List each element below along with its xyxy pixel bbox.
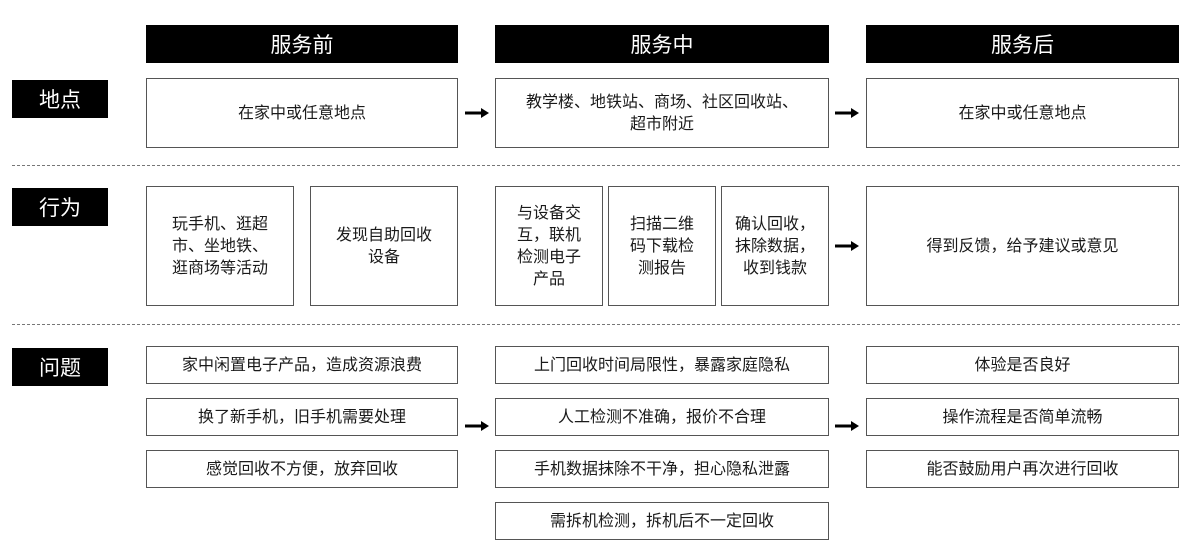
problem-during-box-1: 上门回收时间局限性，暴露家庭隐私 [495, 346, 829, 384]
problem-before-text-2: 换了新手机，旧手机需要处理 [197, 407, 406, 426]
behavior-during-text-1: 与设备交 互，联机 检测电子 产品 [516, 203, 581, 288]
location-after-text: 在家中或任意地点 [958, 103, 1087, 122]
divider-line [12, 165, 1180, 166]
location-before-box: 在家中或任意地点 [146, 78, 458, 148]
arrow-right-icon [835, 108, 859, 118]
behavior-during-text-2: 扫描二维 码下载检 测报告 [629, 214, 694, 277]
location-during-text: 教学楼、地铁站、商场、社区回收站、 超市附近 [525, 92, 798, 133]
row-label-location: 地点 [12, 80, 108, 118]
column-header-during: 服务中 [495, 25, 829, 63]
problem-after-text-3: 能否鼓励用户再次进行回收 [926, 459, 1119, 478]
row-label-behavior: 行为 [12, 188, 108, 226]
behavior-before-box-1: 玩手机、逛超 市、坐地铁、 逛商场等活动 [146, 186, 294, 306]
location-during-box: 教学楼、地铁站、商场、社区回收站、 超市附近 [495, 78, 829, 148]
behavior-during-box-3: 确认回收， 抹除数据， 收到钱款 [721, 186, 829, 306]
problem-during-text-4: 需拆机检测，拆机后不一定回收 [549, 511, 774, 530]
behavior-before-text-1: 玩手机、逛超 市、坐地铁、 逛商场等活动 [171, 214, 268, 277]
behavior-after-box: 得到反馈，给予建议或意见 [866, 186, 1179, 306]
divider-line [12, 324, 1180, 325]
problem-before-box-2: 换了新手机，旧手机需要处理 [146, 398, 458, 436]
column-header-after: 服务后 [866, 25, 1179, 63]
problem-after-box-2: 操作流程是否简单流畅 [866, 398, 1179, 436]
problem-during-text-2: 人工检测不准确，报价不合理 [557, 407, 766, 426]
problem-before-box-3: 感觉回收不方便，放弃回收 [146, 450, 458, 488]
arrow-right-icon [835, 241, 859, 251]
problem-during-text-1: 上门回收时间局限性，暴露家庭隐私 [533, 355, 790, 374]
location-after-box: 在家中或任意地点 [866, 78, 1179, 148]
problem-after-box-1: 体验是否良好 [866, 346, 1179, 384]
problem-during-box-2: 人工检测不准确，报价不合理 [495, 398, 829, 436]
arrow-right-icon [835, 421, 859, 431]
behavior-during-text-3: 确认回收， 抹除数据， 收到钱款 [734, 214, 815, 277]
problem-during-box-3: 手机数据抹除不干净，担心隐私泄露 [495, 450, 829, 488]
behavior-during-box-1: 与设备交 互，联机 检测电子 产品 [495, 186, 603, 306]
behavior-during-box-2: 扫描二维 码下载检 测报告 [608, 186, 716, 306]
problem-during-text-3: 手机数据抹除不干净，担心隐私泄露 [533, 459, 790, 478]
behavior-after-text: 得到反馈，给予建议或意见 [926, 236, 1119, 255]
location-before-text: 在家中或任意地点 [237, 103, 366, 122]
arrow-right-icon [465, 421, 489, 431]
behavior-before-text-2: 发现自助回收 设备 [335, 225, 432, 266]
problem-before-text-3: 感觉回收不方便，放弃回收 [205, 459, 398, 478]
problem-after-box-3: 能否鼓励用户再次进行回收 [866, 450, 1179, 488]
problem-before-box-1: 家中闲置电子产品，造成资源浪费 [146, 346, 458, 384]
problem-before-text-1: 家中闲置电子产品，造成资源浪费 [181, 355, 422, 374]
problem-during-box-4: 需拆机检测，拆机后不一定回收 [495, 502, 829, 540]
arrow-right-icon [465, 108, 489, 118]
problem-after-text-1: 体验是否良好 [974, 355, 1071, 374]
row-label-problems: 问题 [12, 348, 108, 386]
behavior-before-box-2: 发现自助回收 设备 [310, 186, 458, 306]
column-header-before: 服务前 [146, 25, 458, 63]
problem-after-text-2: 操作流程是否简单流畅 [942, 407, 1103, 426]
